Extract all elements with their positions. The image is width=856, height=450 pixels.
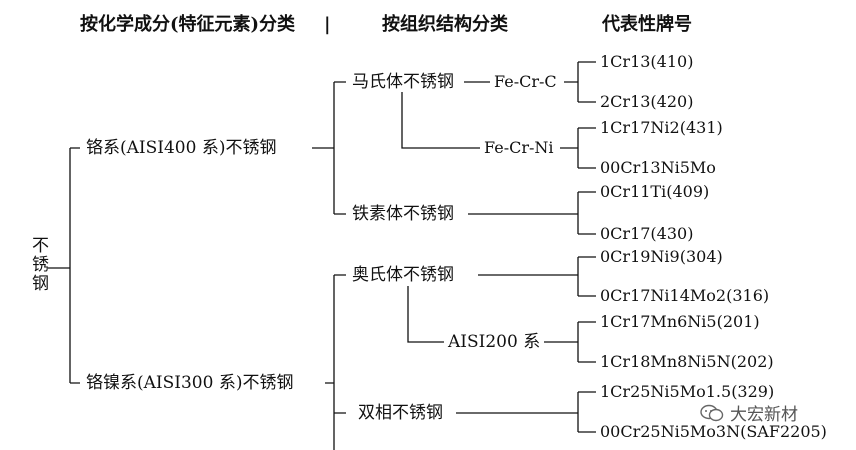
subtype-fe-cr-ni: Fe-Cr-Ni <box>484 138 554 158</box>
connector-aisi200 <box>544 321 596 363</box>
structure-austenitic: 奥氏体不锈钢 <box>352 265 454 285</box>
structure-ferritic: 铁素体不锈钢 <box>352 204 454 224</box>
connector-austenitic <box>407 256 596 343</box>
grade-label: 0Cr17(430) <box>600 224 694 244</box>
group-chromium: 铬系(AISI400 系)不锈钢 <box>86 138 277 158</box>
group-chromium-nickel: 铬镍系(AISI300 系)不锈钢 <box>86 373 294 393</box>
connector-ferritic <box>468 191 596 235</box>
watermark: 大宏新材 <box>700 400 798 425</box>
grade-label: 1Cr13(410) <box>600 52 694 72</box>
grade-label: 1Cr17Mn6Ni5(201) <box>600 312 760 332</box>
chat-icon <box>700 404 724 421</box>
grade-label: 0Cr19Ni9(304) <box>600 247 723 267</box>
connector-chromium-nickel <box>325 274 346 450</box>
connector-martensitic <box>401 81 490 149</box>
watermark-text: 大宏新材 <box>730 405 798 425</box>
grade-label: 1Cr25Ni5Mo1.5(329) <box>600 382 775 402</box>
grade-label: 1Cr17Ni2(431) <box>600 118 723 138</box>
connector-fe-cr-c <box>564 61 596 103</box>
header-by-structure: 按组织结构分类 <box>382 14 508 35</box>
subtype-fe-cr-c: Fe-Cr-C <box>494 72 557 92</box>
connector-root <box>48 147 80 384</box>
root-label: 不锈钢 <box>28 236 48 293</box>
grade-label: 1Cr18Mn8Ni5N(202) <box>600 352 774 372</box>
connector-fe-cr-ni <box>560 127 596 169</box>
header-divider: | <box>324 14 331 35</box>
grade-label: 00Cr13Ni5Mo <box>600 158 716 178</box>
header-grades: 代表性牌号 <box>602 14 692 35</box>
connector-duplex <box>456 391 596 433</box>
grade-label: 00Cr25Ni5Mo3N(SAF2205) <box>600 422 827 442</box>
grade-label: 0Cr11Ti(409) <box>600 182 710 202</box>
structure-aisi200: AISI200 系 <box>448 332 541 352</box>
structure-duplex: 双相不锈钢 <box>358 403 443 423</box>
connector-chromium <box>312 81 346 215</box>
grade-label: 0Cr17Ni14Mo2(316) <box>600 286 770 306</box>
header-by-composition: 按化学成分(特征元素)分类 <box>80 14 296 35</box>
grade-label: 2Cr13(420) <box>600 92 694 112</box>
structure-martensitic: 马氏体不锈钢 <box>352 72 454 92</box>
